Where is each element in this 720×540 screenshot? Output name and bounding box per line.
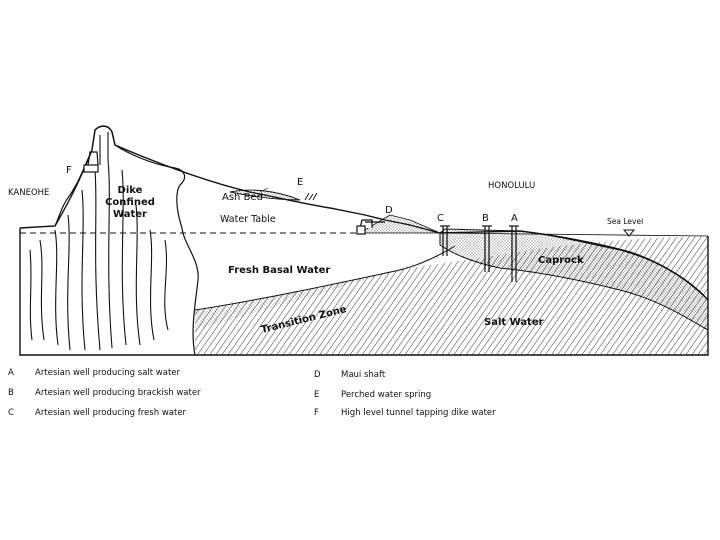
label-fresh-basal-water: Fresh Basal Water	[228, 265, 330, 276]
label-dike-line3: Water	[113, 209, 147, 220]
legend-key: F	[314, 408, 319, 418]
label-tunnel-f: F	[66, 165, 72, 176]
tunnel-f-portal	[83, 151, 99, 173]
maui-shaft-d	[356, 219, 385, 235]
label-dike-line2: Confined	[105, 197, 155, 208]
well-a	[509, 225, 519, 282]
legend-item-b: B Artesian well producing brackish water	[8, 388, 201, 398]
legend-key: A	[8, 368, 14, 378]
legend-key: C	[8, 408, 14, 418]
legend-key: D	[314, 370, 321, 380]
legend-item-c: C Artesian well producing fresh water	[8, 408, 186, 418]
legend-key: B	[8, 388, 14, 398]
legend-item-f: F High level tunnel tapping dike water	[314, 408, 496, 418]
fresh-water-lens-boundary	[194, 245, 456, 311]
dike-intrusions	[29, 132, 169, 351]
label-caprock: Caprock	[538, 255, 584, 266]
sea-level-marker-icon	[622, 229, 636, 237]
caprock-wedge	[439, 228, 709, 331]
legend-item-a: A Artesian well producing salt water	[8, 368, 180, 378]
label-kaneohe: KANEOHE	[8, 188, 49, 198]
label-well-b: B	[482, 213, 489, 224]
ash-bed-leader	[259, 187, 269, 193]
label-well-c: C	[437, 213, 444, 224]
well-c	[440, 225, 450, 256]
label-ash-bed: Ash Bed	[222, 192, 263, 203]
label-spring-e: E	[297, 177, 303, 188]
label-dike-line1: Dike	[118, 185, 143, 196]
label-water-table: Water Table	[220, 214, 276, 225]
label-honolulu: HONOLULU	[488, 181, 535, 191]
legend-item-e: E Perched water spring	[314, 390, 431, 400]
section-frame	[19, 228, 709, 356]
label-shaft-d: D	[385, 205, 393, 216]
legend-text: Artesian well producing brackish water	[35, 388, 201, 398]
label-salt-water: Salt Water	[484, 317, 544, 328]
dike-ridge-outline	[54, 125, 199, 356]
well-b	[482, 225, 492, 272]
legend-key: E	[314, 390, 320, 400]
legend-text: Perched water spring	[341, 390, 432, 400]
label-sea-level: Sea Level	[607, 217, 643, 226]
spring-e-icon	[304, 192, 318, 201]
legend-text: Artesian well producing salt water	[35, 368, 181, 378]
legend-text: Artesian well producing fresh water	[35, 408, 187, 418]
ash-bed-lens	[229, 189, 301, 201]
legend-text: Maui shaft	[341, 370, 386, 380]
legend-text: High level tunnel tapping dike water	[341, 408, 496, 418]
transition-zone	[195, 250, 455, 330]
label-well-a: A	[511, 213, 518, 224]
legend-item-d: D Maui shaft	[314, 370, 385, 380]
coastal-sediment	[358, 214, 441, 234]
